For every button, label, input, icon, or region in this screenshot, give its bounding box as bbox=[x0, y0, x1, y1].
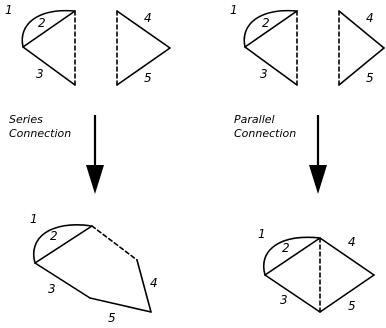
label-4: 4 bbox=[348, 235, 356, 249]
label-2: 2 bbox=[50, 229, 58, 243]
label-3: 3 bbox=[260, 67, 268, 81]
label-3: 3 bbox=[280, 293, 288, 307]
label-3: 3 bbox=[36, 67, 44, 81]
label-4: 4 bbox=[150, 276, 158, 290]
label-2: 2 bbox=[262, 16, 270, 30]
label-1: 1 bbox=[230, 3, 238, 17]
edge-2 bbox=[244, 10, 298, 48]
series-graph-b: 4 5 bbox=[116, 10, 171, 86]
edge-5 bbox=[338, 47, 385, 86]
series-graph-a: 1 2 3 bbox=[5, 3, 76, 86]
label-4: 4 bbox=[144, 11, 152, 25]
label-5: 5 bbox=[108, 311, 116, 325]
edge-5 bbox=[319, 274, 375, 313]
parallel-graph-a: 1 2 3 bbox=[230, 3, 298, 86]
label-5: 5 bbox=[348, 299, 356, 313]
series-panel: 1 2 3 4 5 Series Connection 1 2 3 bbox=[5, 3, 171, 325]
edge-4 bbox=[338, 10, 385, 49]
parallel-arrowhead bbox=[309, 165, 327, 194]
edge-3 bbox=[264, 274, 321, 313]
label-1: 1 bbox=[30, 212, 38, 226]
series-caption-line2: Connection bbox=[9, 127, 71, 140]
label-5: 5 bbox=[366, 71, 374, 85]
label-2: 2 bbox=[38, 16, 46, 30]
edge-1 bbox=[32, 224, 93, 264]
series-arrowhead bbox=[86, 165, 104, 194]
label-3: 3 bbox=[48, 282, 56, 296]
edge-3 bbox=[22, 46, 76, 86]
parallel-caption-line2: Connection bbox=[234, 127, 296, 140]
label-2: 2 bbox=[282, 241, 290, 255]
series-result-graph: 1 2 3 4 5 bbox=[30, 212, 158, 325]
parallel-panel: 1 2 3 4 5 Parallel Connection 1 2 3 bbox=[230, 3, 385, 313]
edge-2 bbox=[34, 225, 93, 264]
edge-2 bbox=[264, 237, 321, 276]
parallel-result-graph: 1 2 3 4 5 bbox=[258, 227, 375, 313]
edge-1 bbox=[21, 9, 76, 48]
dashed-edge bbox=[91, 225, 138, 261]
edge-3 bbox=[34, 262, 91, 299]
edge-5 bbox=[116, 47, 171, 86]
edge-5 bbox=[89, 297, 152, 313]
label-1: 1 bbox=[5, 3, 13, 17]
edge-1 bbox=[243, 9, 298, 48]
edge-2 bbox=[22, 10, 76, 48]
edge-1 bbox=[262, 236, 321, 276]
label-4: 4 bbox=[366, 11, 374, 25]
parallel-caption-line1: Parallel bbox=[234, 113, 275, 126]
edge-4 bbox=[319, 237, 375, 276]
edge-4 bbox=[136, 259, 152, 313]
label-5: 5 bbox=[144, 71, 152, 85]
series-caption-line1: Series bbox=[9, 113, 43, 126]
edge-3 bbox=[244, 46, 298, 86]
edge-4 bbox=[116, 10, 171, 49]
parallel-graph-b: 4 5 bbox=[338, 10, 385, 86]
label-1: 1 bbox=[258, 227, 266, 241]
